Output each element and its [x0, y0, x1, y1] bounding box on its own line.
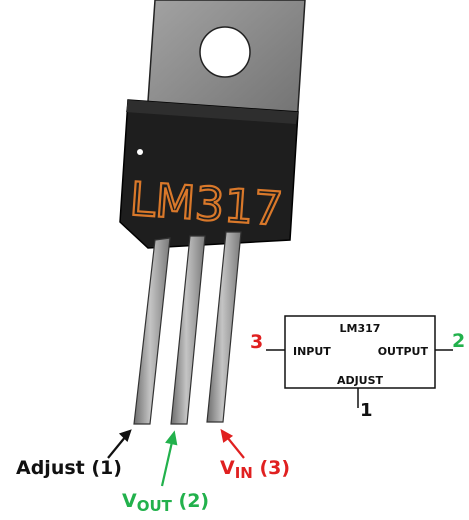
- chip-marking: LM317: [128, 172, 285, 237]
- schematic-input-label: INPUT: [293, 345, 331, 358]
- chip-body-top-edge: [126, 100, 298, 124]
- arrow-vout: [160, 430, 178, 487]
- arrow-adjust: [107, 429, 132, 459]
- arrow-vin: [220, 428, 245, 459]
- pin-label-vout-num: (2): [171, 490, 210, 512]
- pin-label-vout: VOUT (2): [122, 490, 209, 515]
- pin1-dot: [137, 149, 143, 155]
- pin-label-vin: VIN (3): [220, 457, 290, 482]
- schematic-title: LM317: [340, 322, 381, 335]
- pin-label-adjust: Adjust (1): [16, 457, 122, 479]
- pin-label-vin-num: (3): [252, 457, 291, 479]
- schematic-input-pin-number: 3: [250, 331, 263, 353]
- schematic-adjust-label: ADJUST: [337, 374, 384, 387]
- schematic-output-label: OUTPUT: [378, 345, 429, 358]
- pin-label-adjust-text: Adjust (1): [16, 457, 122, 479]
- pin-label-vout-main: V: [122, 490, 137, 512]
- mounting-hole: [199, 26, 251, 78]
- lead-vin: [206, 231, 242, 423]
- schematic-box: [284, 315, 436, 389]
- pin-label-vout-sub: OUT: [136, 497, 172, 515]
- schematic-output-pin-number: 2: [452, 330, 465, 352]
- pin-label-vin-sub: IN: [234, 464, 253, 482]
- pin-label-vin-main: V: [220, 457, 235, 479]
- lead-adjust: [133, 237, 171, 425]
- schematic-adjust-pin-number: 1: [360, 400, 373, 421]
- lead-vout: [170, 235, 206, 425]
